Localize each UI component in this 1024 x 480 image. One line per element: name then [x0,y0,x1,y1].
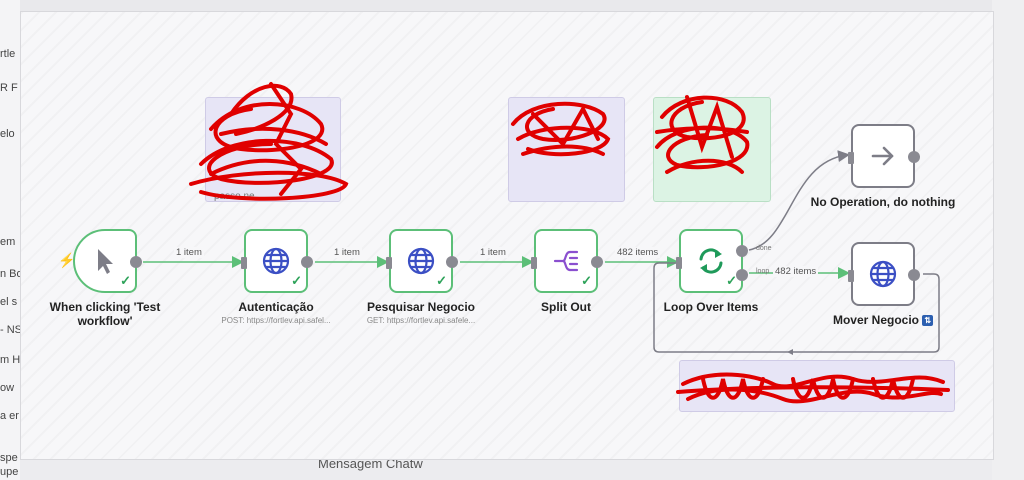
output-handle[interactable] [130,256,142,268]
node-label: Split Out [541,300,591,314]
node-label: Autenticação [238,300,314,314]
connections-layer [143,150,940,355]
success-check-icon: ✓ [436,273,447,288]
edge-item-count: 1 item [332,247,362,258]
arrow-right-icon [871,146,894,166]
output-handle-loop[interactable] [736,269,748,281]
globe-icon [407,247,435,275]
edge-item-count: 482 items [615,247,661,258]
node-mover-negocio[interactable] [848,242,920,306]
input-handle[interactable] [241,257,247,269]
success-check-icon: ✓ [581,273,592,288]
success-check-icon: ✓ [291,273,302,288]
redaction-scribble [189,82,349,201]
node-label: Loop Over Items [663,300,759,314]
split-icon [553,250,579,272]
background-text: spe [0,452,18,464]
background-text: rtle [0,48,16,60]
background-text: - NS [0,324,22,336]
node-pesquisar-negocio[interactable]: ✓ [386,229,458,293]
input-handle[interactable] [386,257,392,269]
edge-item-count: 1 item [174,247,204,258]
node-no-operation[interactable] [848,124,920,188]
node-label: No Operation, do nothing [810,195,956,209]
redaction-scribble [511,101,611,157]
background-text: m H [0,354,21,366]
node-label: When clicking 'Test workflow' [49,300,161,328]
output-handle[interactable] [446,256,458,268]
output-handle[interactable] [591,256,603,268]
background-text: el s [0,296,18,308]
background-right [992,0,1024,480]
edge-item-count: 482 items [773,266,819,277]
output-handle[interactable] [301,256,313,268]
background-page [0,0,20,480]
node-split-out[interactable]: ✓ [531,229,603,293]
node-badge-icon: ⇅ [922,315,934,327]
redaction-scribble [676,372,950,404]
node-sublabel: POST: https://fortlev.api.safel... [221,316,331,325]
connection-line [653,262,940,353]
output-handle-done[interactable] [736,245,748,257]
background-text: n Bo [0,268,23,280]
loop-icon [699,248,723,274]
background-text: R F [0,82,18,94]
input-handle[interactable] [848,152,854,164]
background-text: a er [0,410,19,422]
input-handle[interactable] [676,257,682,269]
trigger-bolt-icon: ⚡ [58,252,76,268]
success-check-icon: ✓ [120,273,131,288]
sticky-note[interactable] [653,97,771,202]
node-loop-over-items[interactable]: ✓ [676,229,748,293]
connection-arrow [787,349,793,355]
edge-item-count: 1 item [478,247,508,258]
node-manual-trigger[interactable]: ✓ [73,229,142,293]
cursor-icon [98,249,113,274]
port-label-loop: loop [756,268,770,275]
port-label-done: done [756,245,772,252]
node-sublabel: GET: https://fortlev.api.safele... [366,316,476,325]
connection-line [748,150,850,251]
output-handle[interactable] [908,151,920,163]
background-text: ow [0,382,15,394]
background-text: elo [0,128,15,140]
workflow-canvas[interactable]: passo ne... [20,11,994,460]
background-text: upe [0,466,19,478]
globe-icon [869,260,897,288]
background-bottom-bar [20,458,1024,480]
input-handle[interactable] [848,270,854,282]
node-label: Mover Negocio [832,313,919,327]
node-label: Pesquisar Negocio [366,300,476,314]
background-text: em [0,236,16,248]
success-check-icon: ✓ [726,273,737,288]
redaction-scribble [655,95,750,174]
output-handle[interactable] [908,269,920,281]
node-label-row: Mover Negocio ⇅ [808,313,958,327]
node-autenticacao[interactable]: ✓ [241,229,313,293]
input-handle[interactable] [531,257,537,269]
globe-icon [262,247,290,275]
